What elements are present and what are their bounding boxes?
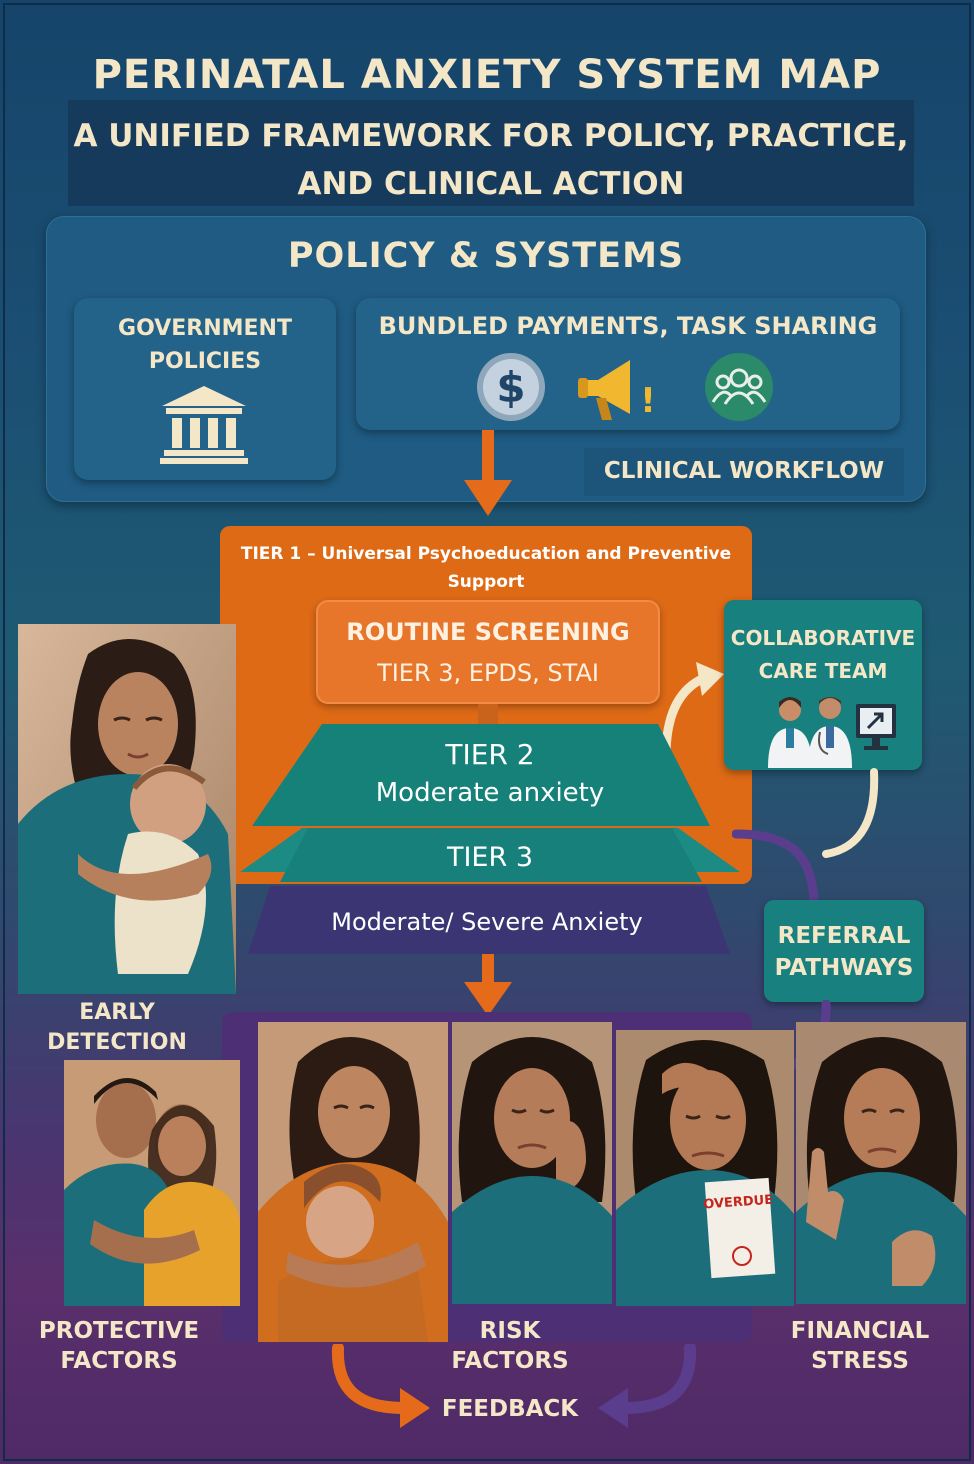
routine-screening-box[interactable]	[316, 600, 660, 704]
supportive-couple-photo	[64, 1060, 240, 1306]
risk-factors-label: RISK FACTORS	[420, 1316, 600, 1376]
risk-line-1: RISK	[479, 1318, 541, 1344]
care-team-return-curve	[822, 768, 879, 858]
government-line-1: GOVERNMENT	[118, 316, 292, 341]
severe-anxiety-label: Moderate/ Severe Anxiety	[331, 908, 643, 936]
coin-symbol: $	[496, 363, 525, 412]
mother-child-hug-photo	[258, 1022, 448, 1342]
distressed-woman-photo	[452, 1022, 612, 1304]
collaborative-care-team-label: COLLABORATIVE CARE TEAM	[724, 622, 922, 688]
protective-factors-label: PROTECTIVE FACTORS	[14, 1316, 224, 1376]
referral-line-2: PATHWAYS	[774, 955, 914, 981]
tier-3-shape	[280, 828, 702, 882]
protective-line-2: FACTORS	[60, 1348, 178, 1374]
policy-systems-title: POLICY & SYSTEMS	[287, 236, 685, 276]
tier-pyramid	[240, 724, 740, 954]
tier-1-label: TIER 1 – Universal Psychoeducation and P…	[220, 540, 752, 596]
government-policies-label: GOVERNMENT POLICIES	[74, 312, 336, 378]
financial-line-2: STRESS	[811, 1348, 909, 1374]
feedback-label: FEEDBACK	[441, 1396, 579, 1422]
financial-line-1: FINANCIAL	[790, 1318, 930, 1344]
megaphone-icon: !	[578, 360, 656, 421]
early-line-2: DETECTION	[47, 1030, 187, 1055]
subtitle: A UNIFIED FRAMEWORK FOR POLICY, PRACTICE…	[68, 100, 914, 206]
financial-stress-photo	[796, 1022, 966, 1304]
protective-line-1: PROTECTIVE	[38, 1318, 200, 1344]
arrow-down-icon	[464, 430, 512, 516]
referral-line-1: REFERRAL	[777, 923, 911, 949]
risk-line-2: FACTORS	[451, 1348, 569, 1374]
feedback-arrow-left-icon	[331, 1344, 430, 1428]
tier-1-line-2: Support	[447, 572, 525, 592]
bundled-payments-label: BUNDLED PAYMENTS, TASK SHARING	[378, 312, 878, 340]
team-icon	[705, 353, 773, 421]
arrow-down-icon-2	[464, 954, 512, 1016]
overdue-bill-photo: OVERDUE	[616, 1030, 794, 1306]
financial-stress-label: FINANCIAL STRESS	[760, 1316, 960, 1376]
routine-screening-title: ROUTINE SCREENING	[346, 618, 630, 646]
tier-2-subtitle: Moderate anxiety	[375, 778, 605, 808]
collab-line-1: COLLABORATIVE	[730, 626, 916, 650]
tier-1-line-1: TIER 1 – Universal Psychoeducation and P…	[240, 544, 732, 564]
care-team-illustration	[768, 697, 896, 768]
tier-2-title: TIER 2	[445, 738, 535, 771]
mother-baby-photo	[18, 624, 236, 994]
page-title: PERINATAL ANXIETY SYSTEM MAP	[92, 52, 882, 98]
collab-line-2: CARE TEAM	[758, 659, 888, 683]
screening-connector	[478, 704, 498, 726]
early-line-1: EARLY	[79, 1000, 155, 1025]
severe-shape	[248, 886, 730, 954]
overdue-text: OVERDUE	[703, 1193, 774, 1213]
tier-2-shape	[252, 724, 710, 826]
referral-pathways-label: REFERRAL PATHWAYS	[764, 920, 924, 984]
dollar-coin-icon: $	[477, 353, 545, 421]
clinical-workflow-label: CLINICAL WORKFLOW	[584, 448, 904, 496]
government-line-2: POLICIES	[148, 349, 262, 374]
subtitle-line-2: AND CLINICAL ACTION	[297, 166, 685, 202]
government-building-icon	[160, 386, 248, 464]
early-detection-label: EARLY DETECTION	[24, 998, 210, 1058]
alert-symbol: !	[640, 381, 656, 421]
routine-screening-subtitle: TIER 3, EPDS, STAI	[377, 659, 599, 687]
referral-connector	[732, 829, 819, 907]
tier-3-title: TIER 3	[446, 842, 534, 873]
feedback-arrow-right-icon	[598, 1344, 697, 1428]
subtitle-line-1: A UNIFIED FRAMEWORK FOR POLICY, PRACTICE…	[73, 118, 909, 154]
referral-pathways-box[interactable]	[764, 900, 924, 1002]
